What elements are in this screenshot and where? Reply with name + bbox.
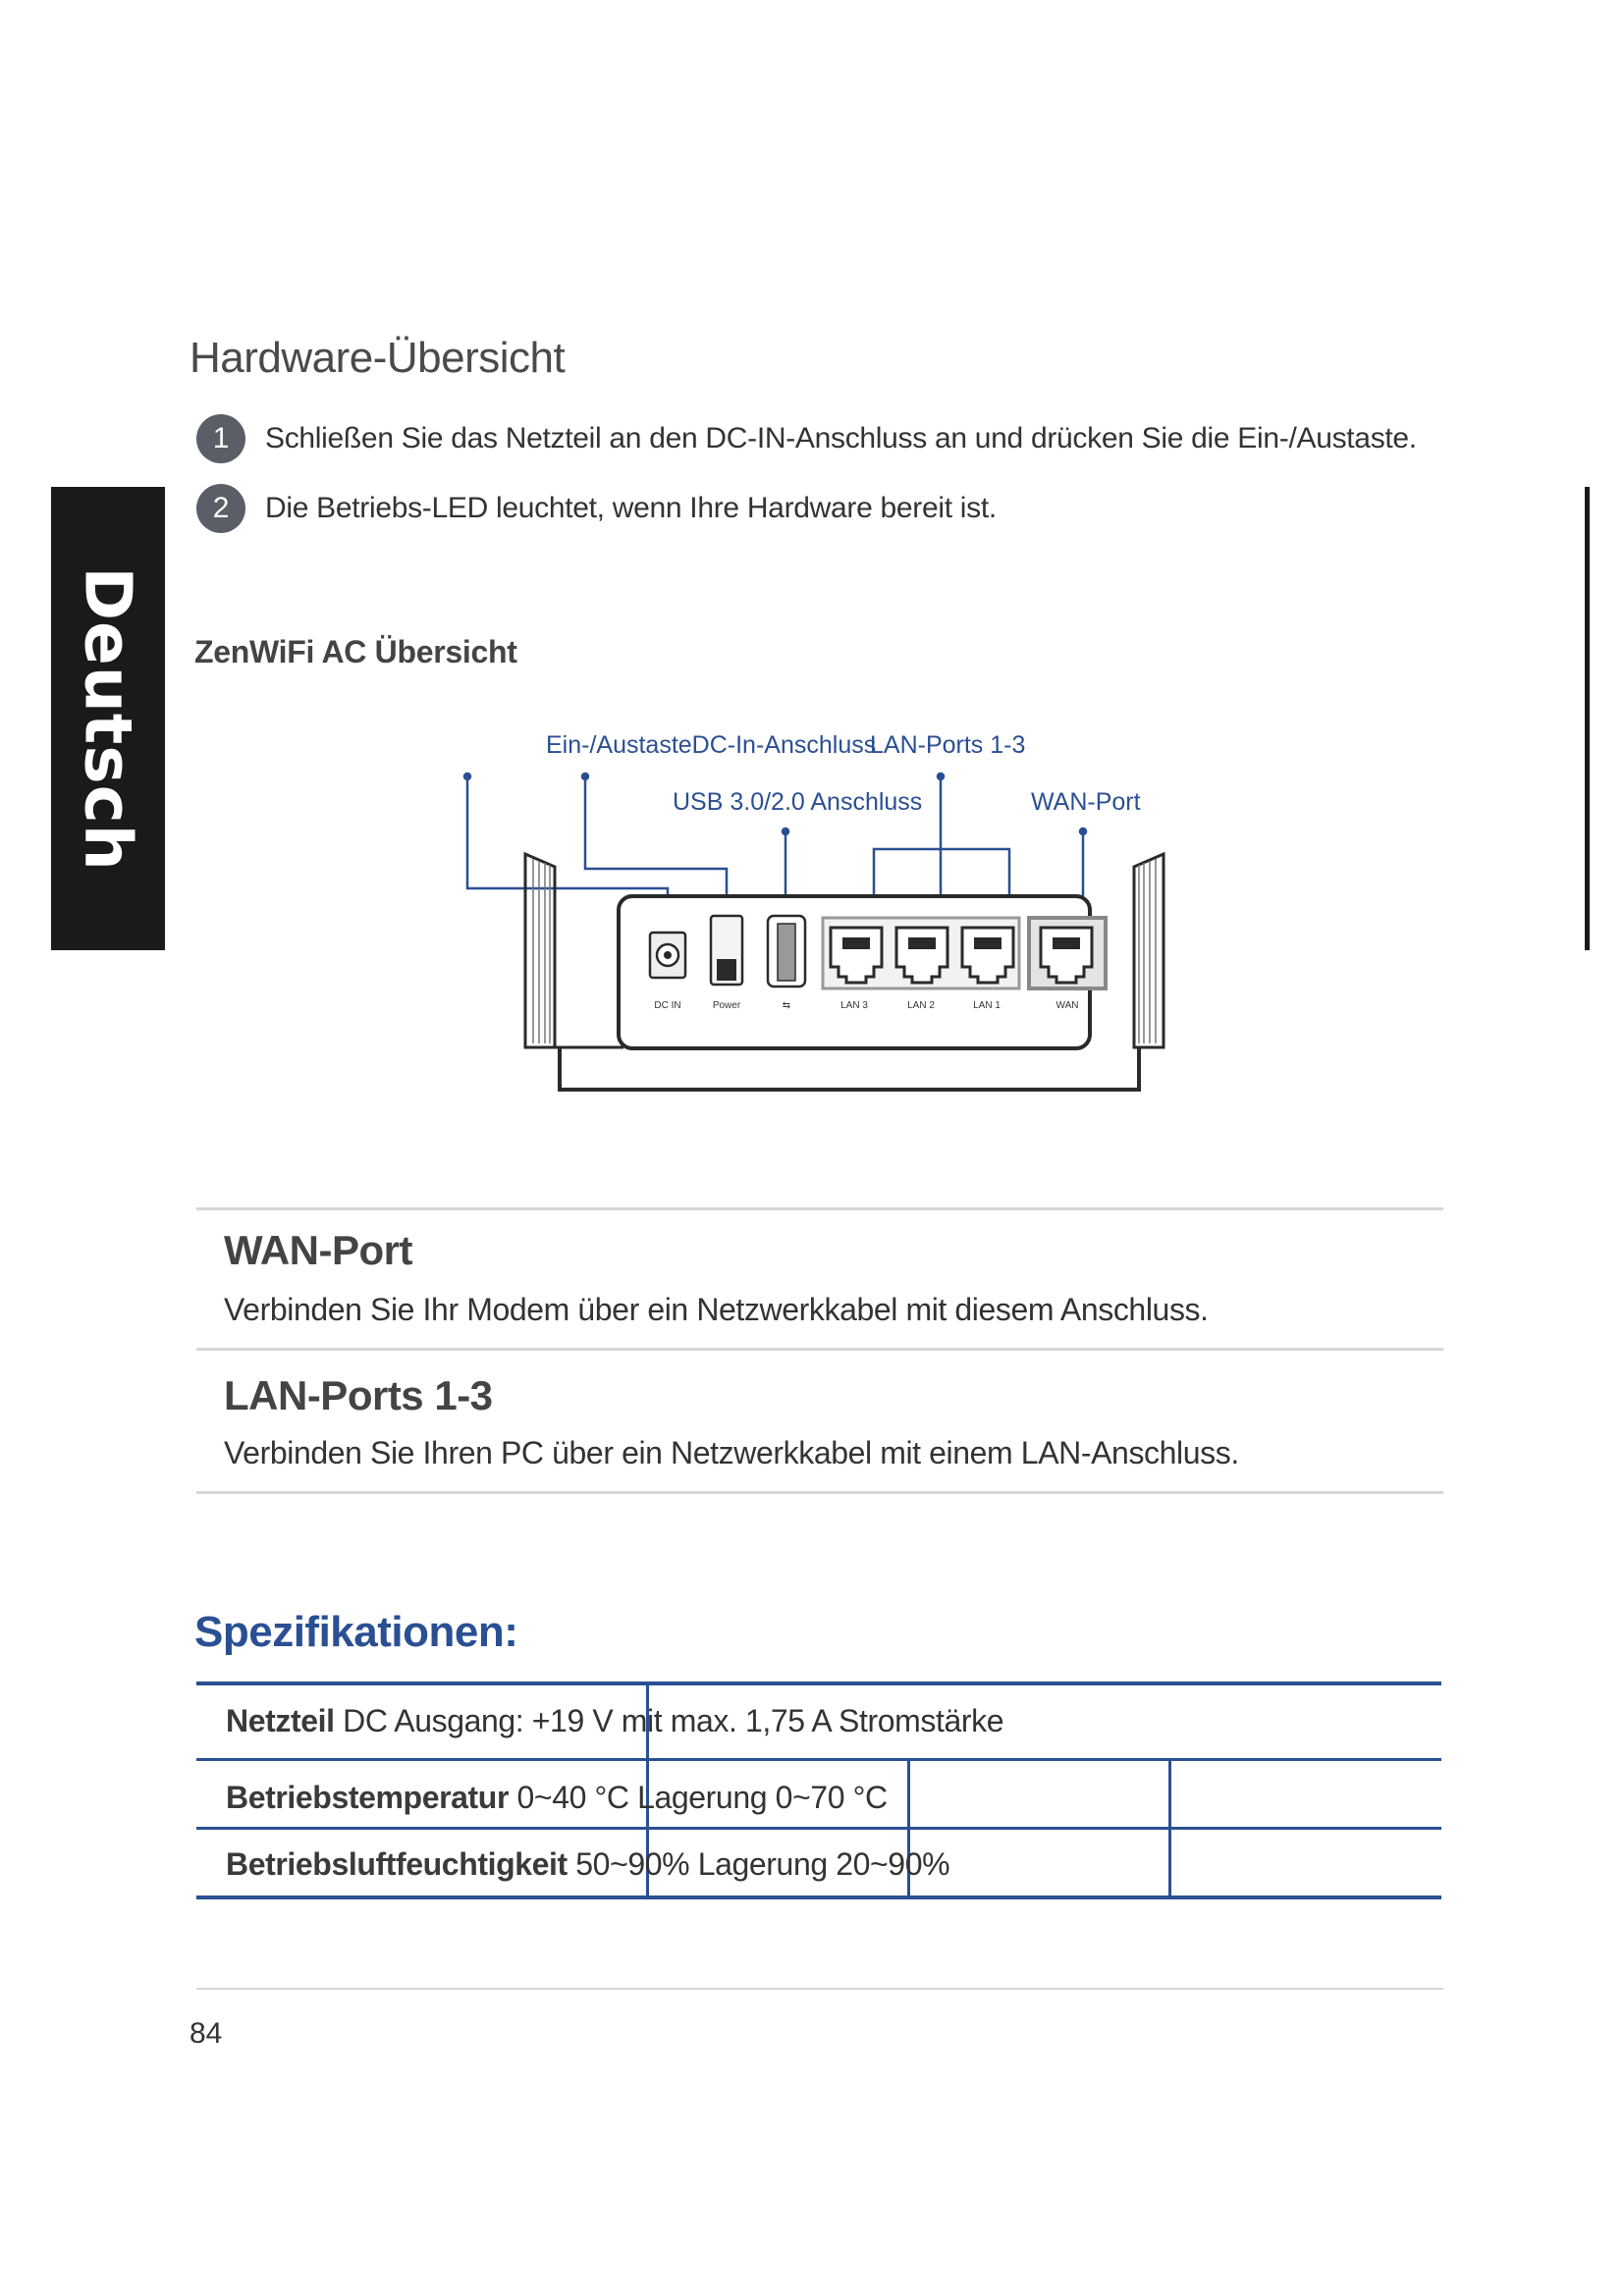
spec-label-temperature: Betriebstemperatur <box>226 1780 510 1815</box>
spec-row-power: Netzteil DC Ausgang: +19 V mit max. 1,75… <box>226 1703 1004 1739</box>
step-2-text: Die Betriebs-LED leuchtet, wenn Ihre Har… <box>265 492 997 524</box>
port-labels: DC IN Power ⇆ LAN 3 LAN 2 LAN 1 WAN <box>654 1000 1078 1011</box>
port-label-dc-in: DC IN <box>654 1000 680 1011</box>
spec-label-power: Netzteil <box>226 1703 335 1738</box>
step-1-text: Schließen Sie das Netzteil an den DC-IN-… <box>265 422 1417 454</box>
spec-label-humidity: Betriebsluftfeuchtigkeit <box>226 1846 568 1882</box>
router-rear-diagram: Ein-/AustasteDC-In-Anschluss LAN-Ports 1… <box>462 731 1165 1092</box>
lan-ports-title: LAN-Ports 1-3 <box>224 1372 493 1418</box>
usb-port <box>766 914 807 988</box>
rj45-ports <box>829 926 1094 985</box>
divider <box>196 1348 1443 1351</box>
port-label-lan1: LAN 1 <box>973 1000 1001 1011</box>
spec-value-temperature: 0~40 °C Lagerung 0~70 °C <box>516 1780 889 1815</box>
specs-col-rule <box>907 1758 910 1899</box>
specs-rule-top <box>196 1682 1441 1685</box>
port-label-lan3: LAN 3 <box>840 1000 868 1011</box>
rj45-lan3-port <box>829 926 884 985</box>
footer-divider <box>196 1988 1443 1990</box>
dc-in-port <box>648 931 687 980</box>
overview-heading: ZenWiFi AC Übersicht <box>194 634 517 669</box>
spec-row-humidity: Betriebsluftfeuchtigkeit 50~90% Lagerung… <box>226 1846 950 1883</box>
rj45-lan2-port-contacts <box>908 937 936 949</box>
lan-ports-text: Verbinden Sie Ihren PC über ein Netzwerk… <box>224 1435 1239 1470</box>
spec-value-humidity: 50~90% Lagerung 20~90% <box>575 1846 950 1882</box>
callout-usb-label: USB 3.0/2.0 Anschluss <box>673 788 922 816</box>
rj45-lan2-port <box>894 926 949 985</box>
page-number: 84 <box>189 2017 223 2050</box>
specs-rule <box>196 1827 1441 1830</box>
rj45-wan-port-contacts <box>1053 937 1080 949</box>
rj45-lan1-port-contacts <box>974 937 1001 949</box>
spec-value-power: DC Ausgang: +19 V mit max. 1,75 A Stroms… <box>343 1703 1004 1738</box>
language-tab: Deutsch <box>51 487 165 950</box>
wan-port-text: Verbinden Sie Ihr Modem über ein Netzwer… <box>224 1292 1209 1327</box>
specs-heading: Spezifikationen: <box>194 1608 518 1656</box>
specs-rule <box>196 1758 1441 1761</box>
language-label: Deutsch <box>70 565 146 872</box>
port-label-usb: ⇆ <box>783 1000 790 1011</box>
callout-wan-label: WAN-Port <box>1031 788 1141 816</box>
divider <box>196 1491 1443 1494</box>
port-label-lan2: LAN 2 <box>907 1000 935 1011</box>
specs-col-rule <box>1168 1758 1171 1899</box>
step-1-number: 1 <box>196 414 245 463</box>
spec-row-temperature: Betriebstemperatur 0~40 °C Lagerung 0~70… <box>226 1780 888 1816</box>
port-label-power: Power <box>713 1000 741 1011</box>
page-title: Hardware-Übersicht <box>189 334 566 382</box>
step-2: 2 Die Betriebs-LED leuchtet, wenn Ihre H… <box>196 484 997 533</box>
power-button <box>709 914 744 987</box>
callout-lan-label: LAN-Ports 1-3 <box>870 731 1025 759</box>
rj45-wan-port <box>1039 926 1094 985</box>
specs-table: Netzteil DC Ausgang: +19 V mit max. 1,75… <box>196 1682 1441 1904</box>
specs-col-rule <box>646 1682 649 1899</box>
port-label-wan: WAN <box>1056 1000 1079 1011</box>
wan-port-title: WAN-Port <box>224 1227 412 1273</box>
rj45-lan3-port-contacts <box>842 937 870 949</box>
divider <box>196 1207 1443 1210</box>
step-1: 1 Schließen Sie das Netzteil an den DC-I… <box>196 414 1417 463</box>
rj45-lan1-port <box>960 926 1015 985</box>
margin-bar <box>1585 487 1590 950</box>
step-2-number: 2 <box>196 484 245 533</box>
specs-rule-bottom <box>196 1896 1441 1899</box>
callout-power-dc-label: Ein-/AustasteDC-In-Anschluss <box>546 731 876 759</box>
